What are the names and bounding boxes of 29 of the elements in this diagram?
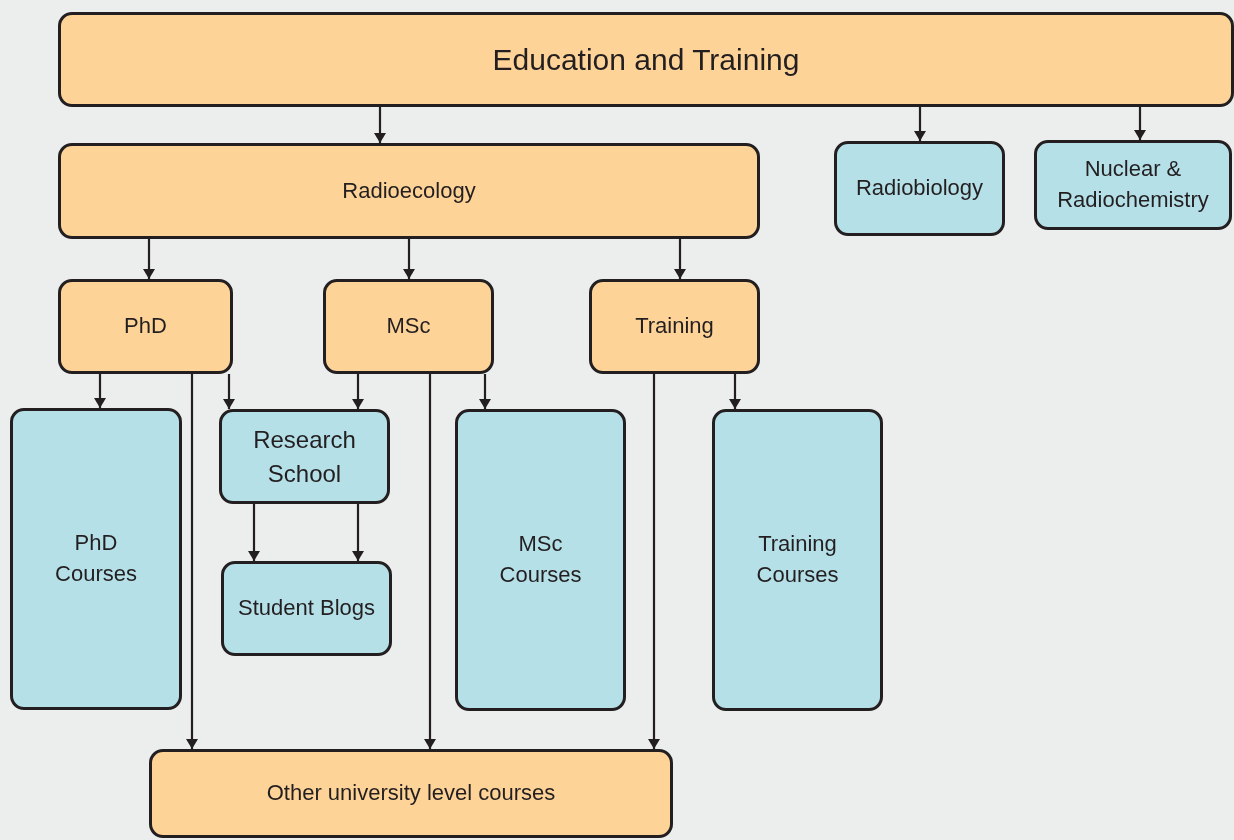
arrow: [403, 239, 415, 279]
arrow: [424, 374, 436, 749]
arrow: [223, 374, 235, 409]
topic-box: Radiobiology: [834, 141, 1005, 236]
arrow: [374, 107, 386, 143]
arrow: [352, 374, 364, 409]
category-box: PhD: [58, 279, 233, 374]
topic-box: Training Courses: [712, 409, 883, 711]
category-box: Training: [589, 279, 760, 374]
arrow: [914, 107, 926, 141]
arrow: [352, 504, 364, 561]
arrow: [674, 239, 686, 279]
category-box: Education and Training: [58, 12, 1234, 107]
arrow: [248, 504, 260, 561]
arrow: [94, 374, 106, 408]
category-box: MSc: [323, 279, 494, 374]
topic-box: PhD Courses: [10, 408, 182, 710]
category-box: Other university level courses: [149, 749, 673, 838]
topic-box: Research School: [219, 409, 390, 504]
arrow: [143, 239, 155, 279]
arrow: [479, 374, 491, 409]
topic-box: Student Blogs: [221, 561, 392, 656]
arrow: [186, 374, 198, 749]
topic-box: MSc Courses: [455, 409, 626, 711]
arrow: [729, 374, 741, 409]
arrow: [1134, 107, 1146, 140]
category-box: Radioecology: [58, 143, 760, 239]
topic-box: Nuclear & Radiochemistry: [1034, 140, 1232, 230]
arrow: [648, 374, 660, 749]
